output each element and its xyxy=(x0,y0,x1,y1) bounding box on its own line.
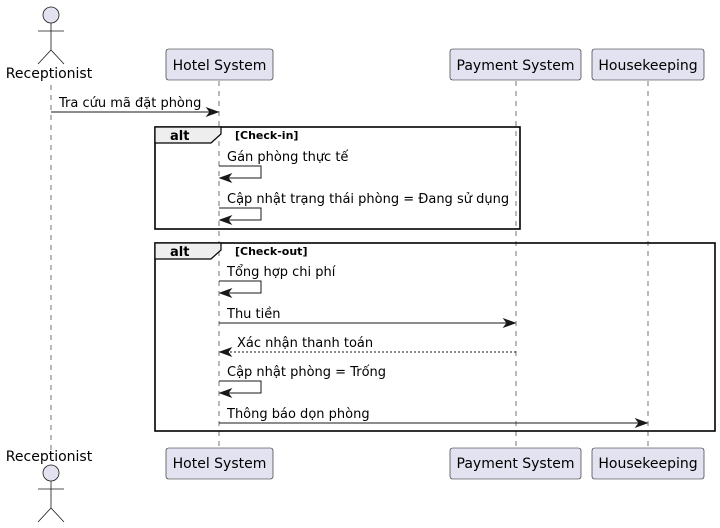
receptionist-label-top: Receptionist xyxy=(6,66,93,82)
payment-system-label-top: Payment System xyxy=(457,58,575,74)
message-2-label: Gán phòng thực tế xyxy=(227,150,348,165)
message-6-label: Xác nhận thanh toán xyxy=(237,336,373,351)
message-2: Gán phòng thực tế xyxy=(218,150,348,184)
receptionist-label-bottom: Receptionist xyxy=(6,449,93,465)
alt-condition-check-out: [Check-out] xyxy=(235,245,307,258)
message-8: Thông báo dọn phòng xyxy=(219,407,649,429)
message-5: Thu tiền xyxy=(219,307,517,329)
hotel-system-label-top: Hotel System xyxy=(173,58,267,74)
participant-housekeeping-top: Housekeeping xyxy=(591,48,705,81)
alt-condition-check-in: [Check-in] xyxy=(235,129,298,142)
hotel-system-label-bottom: Hotel System xyxy=(173,456,267,472)
participant-hotel-system-top: Hotel System xyxy=(165,48,274,81)
participant-housekeeping-bottom: Housekeeping xyxy=(591,447,705,480)
message-1: Tra cứu mã đặt phòng xyxy=(51,96,220,118)
message-7: Cập nhật phòng = Trống xyxy=(218,365,386,399)
message-3: Cập nhật trạng thái phòng = Đang sử dụng xyxy=(218,192,509,226)
participant-hotel-system-bottom: Hotel System xyxy=(165,447,274,480)
message-4-label: Tổng hợp chi phí xyxy=(226,265,336,280)
alt-fragment-check-in: alt [Check-in] xyxy=(154,126,521,230)
housekeeping-label-top: Housekeeping xyxy=(598,58,697,74)
participant-payment-system-bottom: Payment System xyxy=(449,447,582,480)
actor-receptionist-bottom: Receptionist xyxy=(6,449,93,523)
actor-receptionist-top: Receptionist xyxy=(6,6,93,82)
participant-payment-system-top: Payment System xyxy=(449,48,582,81)
message-1-label: Tra cứu mã đặt phòng xyxy=(58,96,201,111)
alt-keyword-check-in: alt xyxy=(170,129,189,144)
payment-system-label-bottom: Payment System xyxy=(457,456,575,472)
message-5-label: Thu tiền xyxy=(226,307,281,322)
alt-keyword-check-out: alt xyxy=(170,245,189,260)
housekeeping-label-bottom: Housekeeping xyxy=(598,456,697,472)
message-6: Xác nhận thanh toán xyxy=(218,336,516,358)
message-3-label: Cập nhật trạng thái phòng = Đang sử dụng xyxy=(227,192,509,207)
message-4: Tổng hợp chi phí xyxy=(218,265,336,299)
message-8-label: Thông báo dọn phòng xyxy=(226,407,370,422)
message-7-label: Cập nhật phòng = Trống xyxy=(227,365,386,380)
alt-fragment-check-out: alt [Check-out] xyxy=(154,242,716,432)
